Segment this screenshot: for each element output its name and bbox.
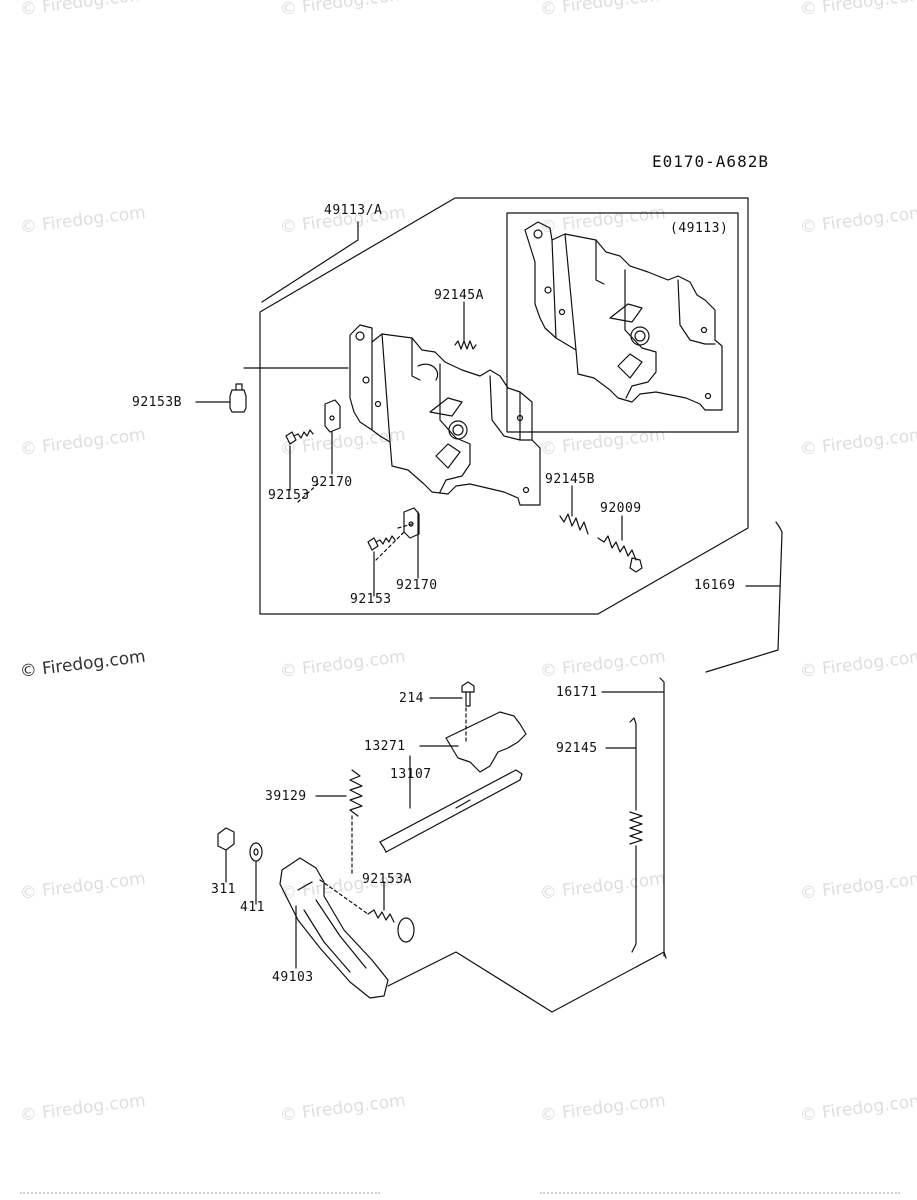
clip-92170-lower xyxy=(403,507,420,539)
part-label-49103: 49103 xyxy=(272,970,314,985)
lower-assembly-boundary xyxy=(387,951,667,1013)
part-label-92153b: 92153B xyxy=(132,395,182,410)
spring-39129 xyxy=(349,769,363,817)
part-label-92009: 92009 xyxy=(600,501,642,516)
part-label-92145a: 92145A xyxy=(434,288,484,303)
part-label-92153-upper: 92153 xyxy=(268,488,310,503)
bottom-edge-right xyxy=(540,1192,900,1196)
bolt-92009 xyxy=(597,535,643,573)
part-label-13271: 13271 xyxy=(364,739,406,754)
part-label-16171: 16171 xyxy=(556,685,598,700)
part-label-311: 311 xyxy=(211,882,236,897)
part-label-49113a: 49113/A xyxy=(324,203,383,218)
clip-92170-upper xyxy=(324,399,341,433)
part-label-39129: 39129 xyxy=(265,789,307,804)
part-label-13107: 13107 xyxy=(390,767,432,782)
part-label-92153-lower: 92153 xyxy=(350,592,392,607)
inset-control-panel xyxy=(524,221,723,411)
spring-92145-long xyxy=(629,717,643,953)
assembly-boundary xyxy=(259,197,749,615)
spring-92145b xyxy=(559,513,589,535)
part-label-92145b: 92145B xyxy=(545,472,595,487)
part-label-92170-lower: 92170 xyxy=(396,578,438,593)
part-label-92145: 92145 xyxy=(556,741,598,756)
rod-16169 xyxy=(705,521,783,673)
part-label-214: 214 xyxy=(399,691,424,706)
plate-13271 xyxy=(445,711,527,773)
spring-92145a xyxy=(454,340,477,350)
screw-92153-upper xyxy=(285,429,314,445)
shaft-13107 xyxy=(379,769,523,853)
bolt-92153b xyxy=(229,383,247,413)
part-label-411: 411 xyxy=(240,900,265,915)
rod-16171 xyxy=(659,677,665,957)
inset-frame xyxy=(506,212,739,433)
part-label-49113-inset: (49113) xyxy=(670,221,729,236)
bolt-92153a xyxy=(367,909,415,943)
part-label-92170-upper: 92170 xyxy=(311,475,353,490)
part-label-92153a: 92153A xyxy=(362,872,412,887)
control-panel-plate xyxy=(349,324,541,506)
diagram-code: E0170-A682B xyxy=(652,152,769,171)
bottom-edge-left xyxy=(20,1192,380,1196)
part-label-16169: 16169 xyxy=(694,578,736,593)
screw-92153-lower xyxy=(367,535,396,551)
pin-214 xyxy=(461,681,475,707)
lever-49103 xyxy=(279,857,389,999)
washer-411 xyxy=(249,842,263,862)
nut-311 xyxy=(217,827,235,851)
